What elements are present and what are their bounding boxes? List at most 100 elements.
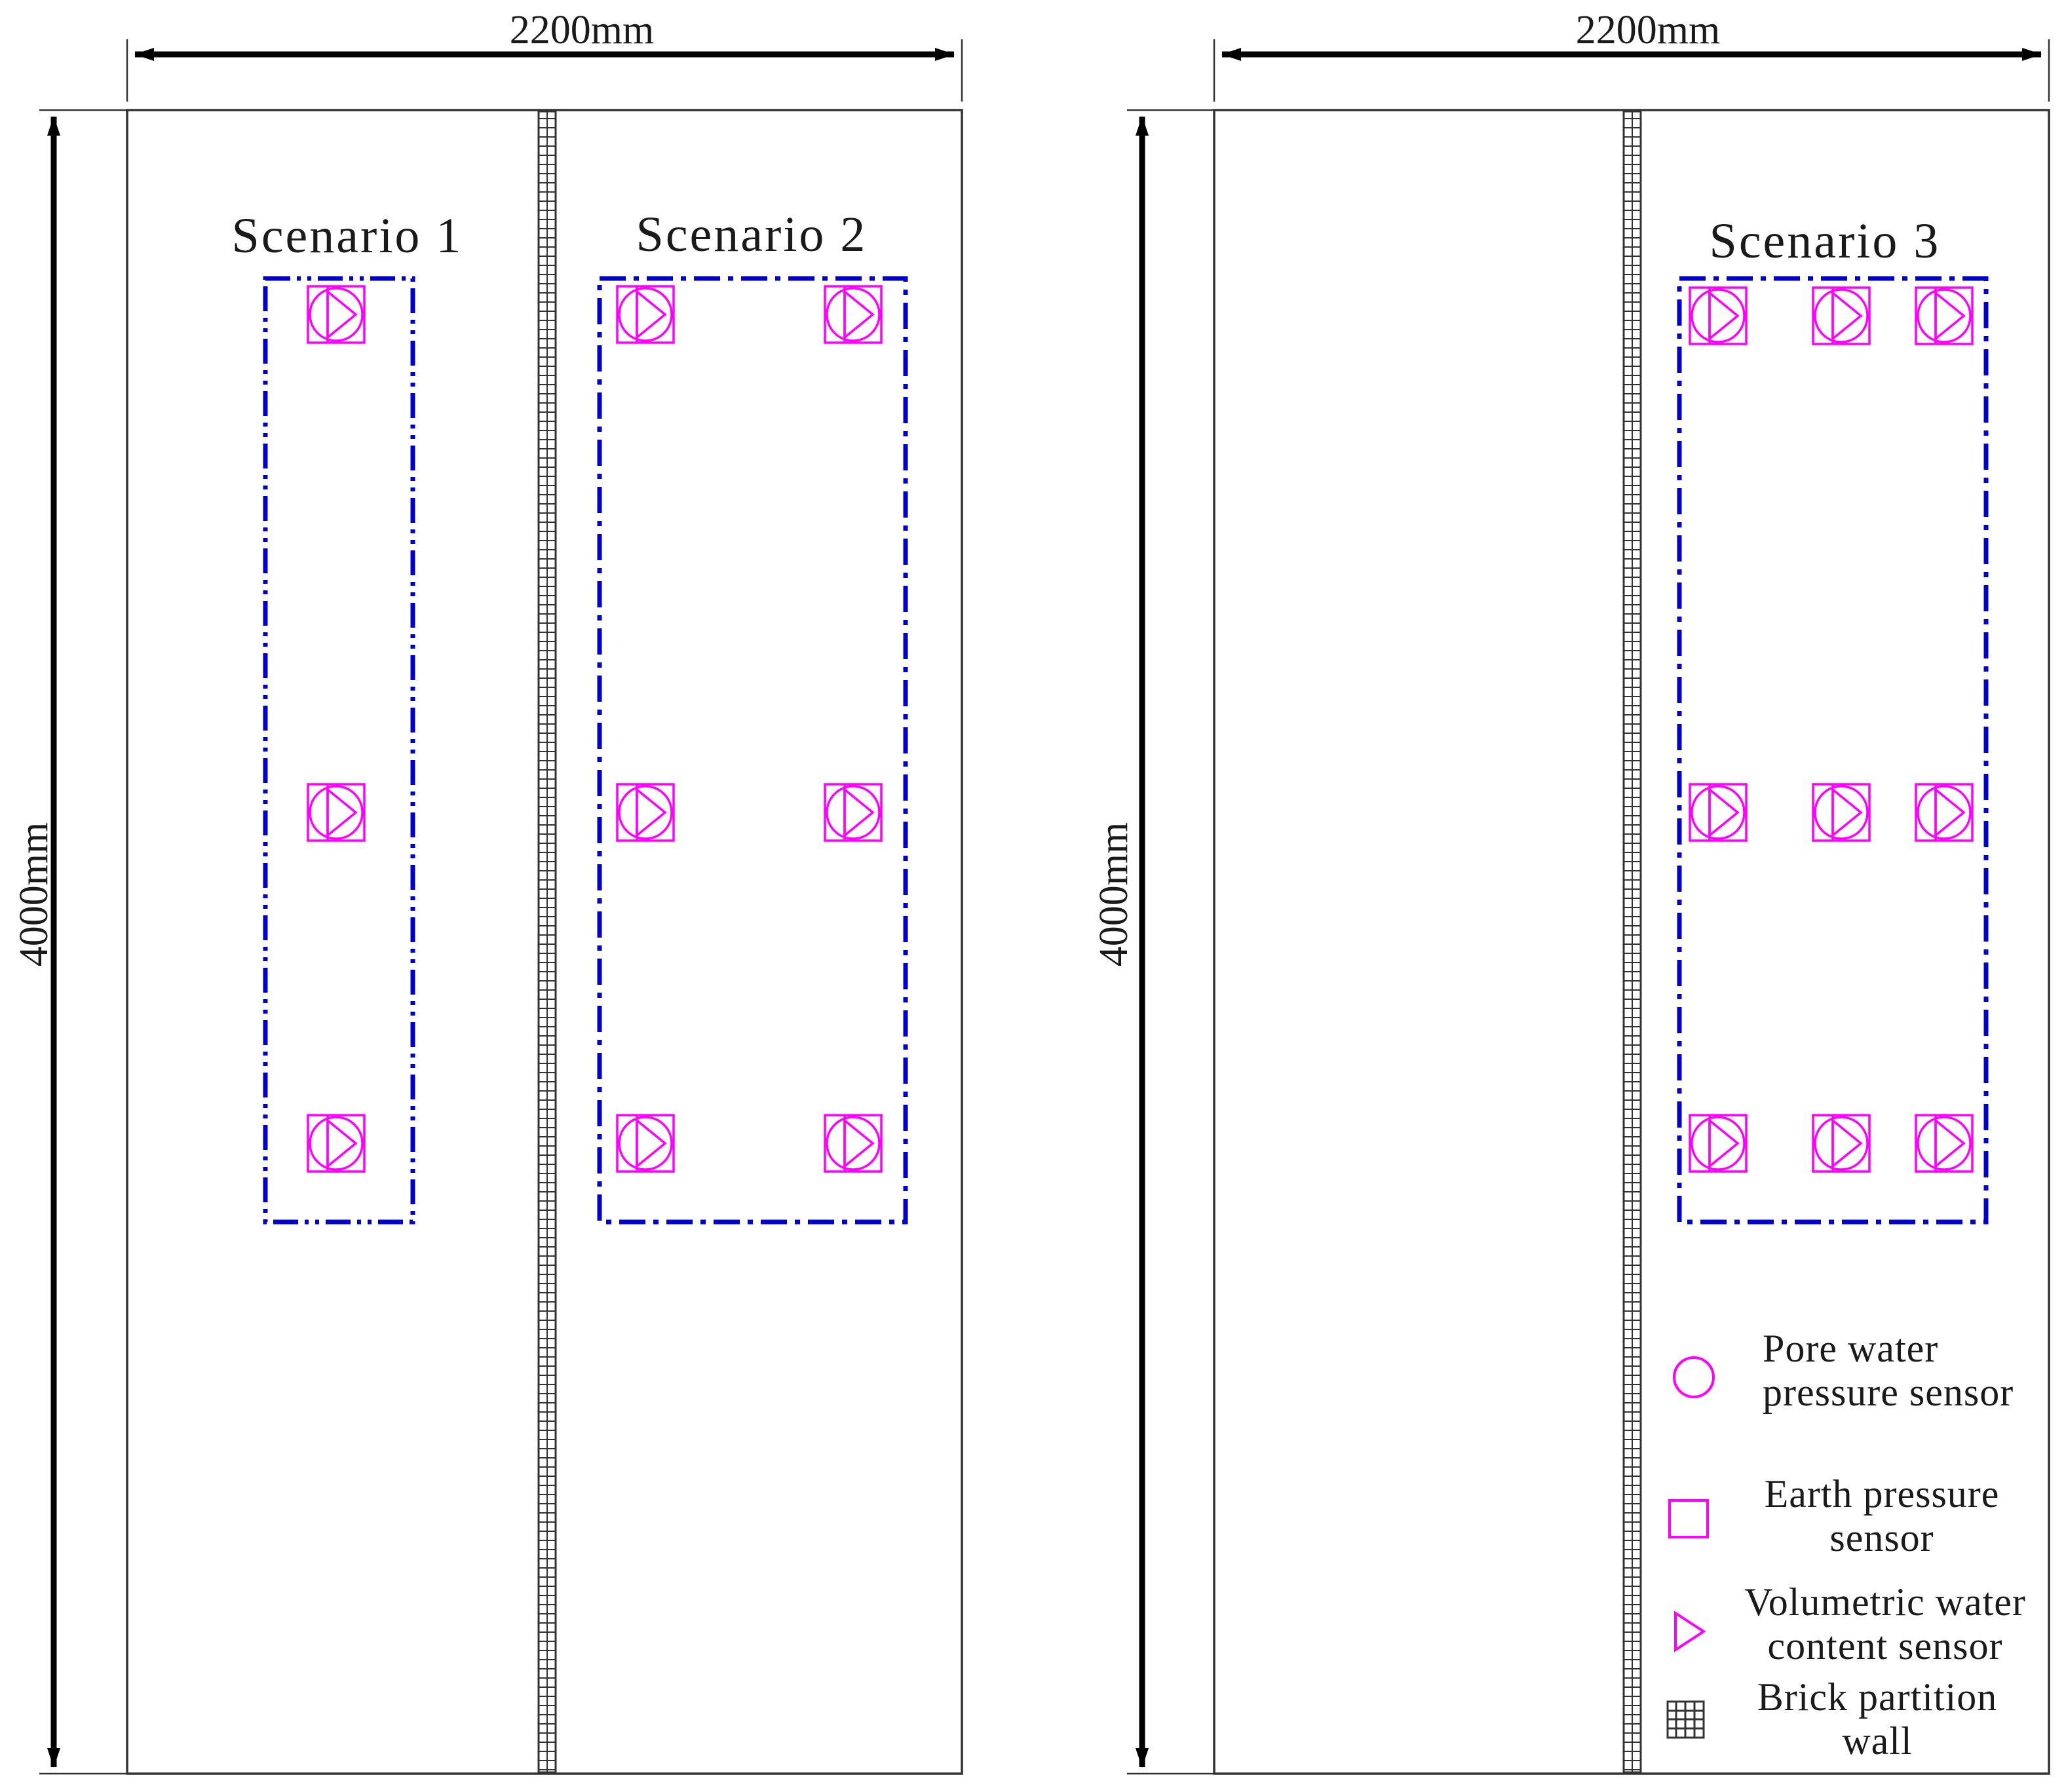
sensor-group-scenario-1 <box>307 783 366 842</box>
earth-pressure-sensor <box>1689 783 1748 842</box>
pore-water-pressure-sensor <box>826 785 881 840</box>
volumetric-water-content-sensor <box>1831 787 1863 838</box>
volumetric-water-content-sensor <box>1934 1118 1966 1169</box>
earth-pressure-sensor <box>307 285 366 344</box>
earth-pressure-sensor <box>1689 286 1748 345</box>
scenario-3-title: Scenario 3 <box>1710 214 1941 269</box>
pore-water-pressure-sensor <box>1691 288 1746 343</box>
pore-water-pressure-sensor <box>1917 785 1972 840</box>
width-dimension-label: 2200mm <box>510 8 654 52</box>
earth-pressure-sensor <box>307 1114 366 1173</box>
earth-pressure-sensor <box>824 285 883 344</box>
pore-water-pressure-sensor <box>309 1116 364 1171</box>
pore-water-pressure-sensor <box>618 785 673 840</box>
legend-pore-water-line1: Pore water <box>1763 1327 1938 1370</box>
right-panel: 2200mm 4000mm Scenario 3 Pore water pres… <box>1092 8 2050 1775</box>
volumetric-water-content-sensor <box>1831 290 1863 341</box>
volumetric-water-content-sensor <box>843 1118 875 1169</box>
sensor-group-scenario-2 <box>824 783 883 842</box>
legend-pore-water-line2: pressure sensor <box>1763 1371 2014 1414</box>
pore-water-pressure-sensor <box>1917 1116 1972 1171</box>
earth-pressure-sensor <box>1689 1114 1748 1173</box>
scenario-1-title: Scenario 1 <box>232 208 463 263</box>
legend-brick-wall-line1: Brick partition <box>1757 1675 1998 1719</box>
earth-pressure-sensor <box>1915 1114 1974 1173</box>
square-icon <box>1668 1499 1709 1538</box>
earth-pressure-sensor <box>616 285 675 344</box>
volumetric-water-content-sensor <box>1708 1118 1740 1169</box>
sensor-group-scenario-1 <box>307 1114 366 1173</box>
pore-water-pressure-sensor <box>1691 1116 1746 1171</box>
sensor-group-scenario-2 <box>616 783 675 842</box>
sensor-group-scenario-3 <box>1689 1114 1748 1173</box>
volumetric-water-content-sensor <box>326 787 358 838</box>
test-box-frame <box>126 109 963 1775</box>
pore-water-pressure-sensor <box>1691 785 1746 840</box>
volumetric-water-content-sensor <box>1934 787 1966 838</box>
legend-volumetric-water-line1: Volumetric water <box>1744 1580 2026 1624</box>
volumetric-water-content-sensor <box>1934 290 1966 341</box>
pore-water-pressure-sensor <box>826 287 881 342</box>
sensor-group-scenario-1 <box>307 285 366 344</box>
volumetric-water-content-sensor <box>1831 1118 1863 1169</box>
pore-water-pressure-sensor <box>309 287 364 342</box>
legend: Pore water pressure sensor Earth pressur… <box>1666 1327 2026 1763</box>
sensor-group-scenario-3 <box>1915 1114 1974 1173</box>
volumetric-water-content-sensor <box>636 787 667 838</box>
volumetric-water-content-sensor <box>1708 290 1740 341</box>
pore-water-pressure-sensor <box>1814 785 1869 840</box>
sensor-group-scenario-3 <box>1689 286 1748 345</box>
sensor-group-scenario-3 <box>1915 783 1974 842</box>
volumetric-water-content-sensor <box>636 1118 667 1169</box>
sensor-group-scenario-2 <box>824 1114 883 1173</box>
grid-icon <box>1666 1700 1705 1739</box>
legend-earth-pressure-line2: sensor <box>1829 1516 1934 1559</box>
sensor-group-scenario-3 <box>1915 286 1974 345</box>
volumetric-water-content-sensor <box>1708 787 1740 838</box>
volumetric-water-content-sensor <box>843 289 875 340</box>
pore-water-pressure-sensor <box>1814 288 1869 343</box>
pore-water-pressure-sensor <box>1917 288 1972 343</box>
earth-pressure-sensor <box>1812 1114 1871 1173</box>
legend-volumetric-water-line2: content sensor <box>1768 1624 2003 1668</box>
scenario-3-zone <box>1677 276 1989 1225</box>
scenario-2-title: Scenario 2 <box>636 207 868 262</box>
pore-water-pressure-sensor <box>1814 1116 1869 1171</box>
earth-pressure-sensor <box>616 783 675 842</box>
sensor-layer <box>307 285 1974 1173</box>
sensor-group-scenario-2 <box>616 1114 675 1173</box>
volumetric-water-content-sensor <box>636 289 667 340</box>
sensor-group-scenario-2 <box>616 285 675 344</box>
circle-icon <box>1673 1356 1715 1398</box>
height-dimension-label: 4000mm <box>1092 822 1136 966</box>
earth-pressure-sensor <box>1812 286 1871 345</box>
width-dimension-label: 2200mm <box>1576 8 1720 52</box>
earth-pressure-sensor <box>1915 783 1974 842</box>
pore-water-pressure-sensor <box>618 1116 673 1171</box>
test-box-frame <box>1213 109 2050 1775</box>
height-dimension-label: 4000mm <box>12 822 56 966</box>
scenario-2-zone <box>597 276 908 1225</box>
earth-pressure-sensor <box>824 783 883 842</box>
scenario-1-zone <box>263 276 415 1225</box>
sensor-group-scenario-3 <box>1812 1114 1871 1173</box>
pore-water-pressure-sensor <box>618 287 673 342</box>
triangle-icon <box>1674 1611 1706 1652</box>
volumetric-water-content-sensor <box>326 289 358 340</box>
earth-pressure-sensor <box>1915 286 1974 345</box>
legend-earth-pressure-line1: Earth pressure <box>1765 1472 2000 1516</box>
sensor-group-scenario-3 <box>1812 286 1871 345</box>
legend-brick-wall-line2: wall <box>1842 1719 1912 1763</box>
sensor-group-scenario-2 <box>824 285 883 344</box>
earth-pressure-sensor <box>307 783 366 842</box>
sensor-group-scenario-3 <box>1812 783 1871 842</box>
pore-water-pressure-sensor <box>309 785 364 840</box>
sensor-group-scenario-3 <box>1689 783 1748 842</box>
left-panel: 2200mm 4000mm Scenario 1 Scenario 2 <box>12 8 963 1775</box>
pore-water-pressure-sensor <box>826 1116 881 1171</box>
volumetric-water-content-sensor <box>843 787 875 838</box>
earth-pressure-sensor <box>616 1114 675 1173</box>
earth-pressure-sensor <box>1812 783 1871 842</box>
volumetric-water-content-sensor <box>326 1118 358 1169</box>
